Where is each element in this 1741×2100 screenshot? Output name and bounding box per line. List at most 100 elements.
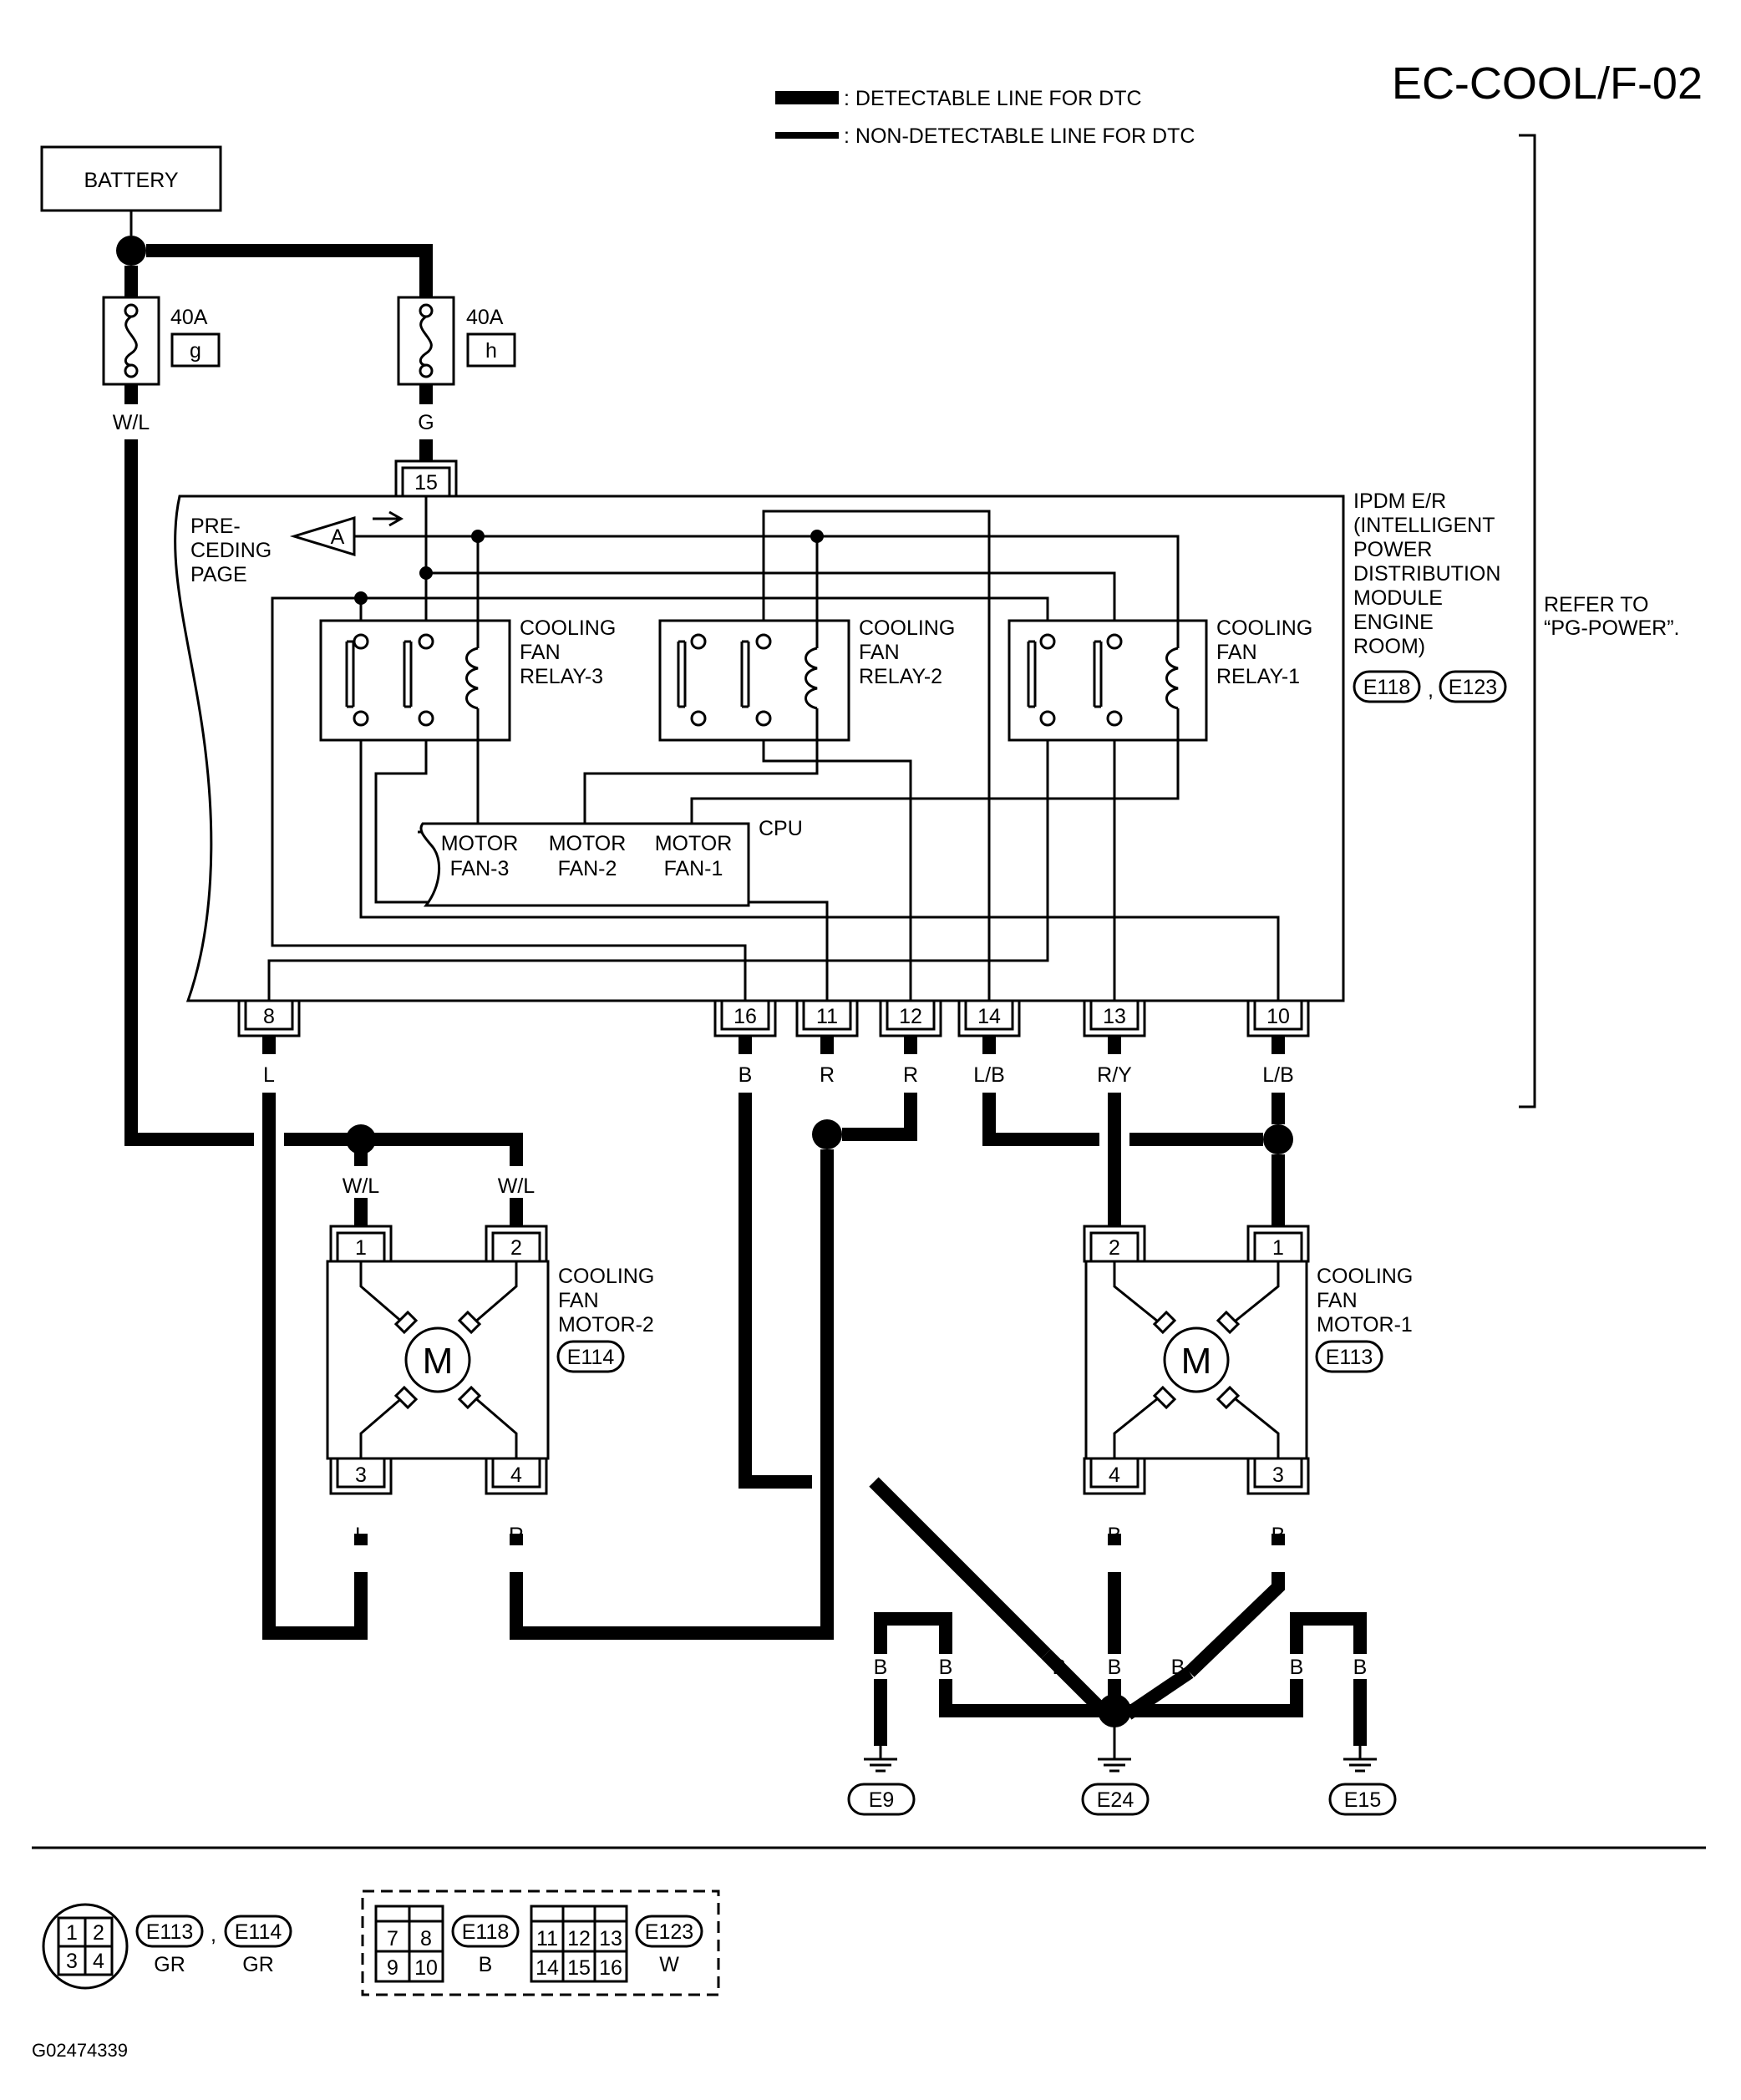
wire-color-pin13: R/Y [1097, 1063, 1132, 1087]
ipdm-pin-13: 13 [1103, 1005, 1126, 1028]
relay-3-line-3: RELAY-3 [520, 665, 603, 688]
wire-color-m2-pin1: W/L [343, 1174, 380, 1198]
motor-fan-3-top: MOTOR [441, 832, 519, 855]
fuse-h-id: h [485, 339, 497, 363]
ipdm-pin-11-connector [795, 999, 859, 1037]
wire-color-junction-b: B [1108, 1656, 1122, 1679]
key-e123-label: E123 [645, 1920, 693, 1944]
wire-fuse-h-feed [146, 244, 433, 297]
connector-e123-label: E123 [1449, 676, 1497, 699]
round-pin-3: 3 [66, 1950, 78, 1973]
ground-icon [864, 1746, 897, 1773]
ipdm-pin-8: 8 [263, 1005, 275, 1028]
connector-e113-label: E113 [1326, 1346, 1373, 1369]
cooling-fan-motor-1 [1083, 1225, 1310, 1495]
ipdm-pin-14: 14 [977, 1005, 1001, 1028]
splice-lb [1263, 1124, 1293, 1154]
round-pin-1: 1 [66, 1921, 78, 1945]
cooling-fan-motor-2 [326, 1225, 550, 1495]
ipdm-pin-8-connector [237, 999, 301, 1037]
e118-pin-8: 8 [420, 1927, 432, 1950]
wire-color-pin10: L/B [1262, 1063, 1294, 1087]
ground-e24-label: E24 [1097, 1788, 1134, 1812]
wire-color-e9-a: B [874, 1656, 888, 1679]
ipdm-line-4: DISTRIBUTION [1353, 562, 1500, 586]
wire-color-m2-pin2: W/L [498, 1174, 535, 1198]
motor-fan-3-bottom: FAN-3 [450, 857, 510, 880]
ground-badge-e24 [1081, 1783, 1150, 1816]
fuse-h-id-box [466, 332, 516, 368]
relay-2-line-1: COOLING [859, 616, 955, 640]
cpu-block [419, 822, 750, 907]
key-badge-e118 [451, 1915, 520, 1948]
ipdm-pin-12-connector [879, 999, 942, 1037]
wire-color-m2-pin4: R [509, 1524, 524, 1547]
round-pin-4: 4 [93, 1950, 104, 1973]
connector-badge-e113 [1315, 1340, 1383, 1373]
relay-1-line-2: FAN [1216, 641, 1257, 664]
motor-1-symbol: M [1181, 1341, 1212, 1382]
wire-color-e15-a: B [1290, 1656, 1304, 1679]
battery-label: BATTERY [84, 169, 179, 192]
motor-1-line-3: MOTOR-1 [1317, 1313, 1413, 1337]
round-connector-icon [42, 1903, 129, 1990]
e118-pin-7: 7 [387, 1927, 398, 1950]
motor-2-line-1: COOLING [558, 1265, 654, 1288]
motor-fan-1-top: MOTOR [655, 832, 733, 855]
motor-2-pin-4: 4 [510, 1463, 522, 1487]
splice-15 [419, 566, 433, 580]
ipdm-internal-wiring [267, 496, 1280, 1001]
motor-2-line-3: MOTOR-2 [558, 1313, 654, 1337]
wire-color-e9-b: B [939, 1656, 953, 1679]
relay-1-line-3: RELAY-1 [1216, 665, 1300, 688]
motor-1-line-1: COOLING [1317, 1265, 1413, 1288]
preceding-page-line-1: PRE- [190, 515, 241, 538]
e123-pin-16: 16 [599, 1956, 622, 1980]
ipdm-pin-13-connector [1083, 999, 1146, 1037]
motor-fan-2-top: MOTOR [549, 832, 627, 855]
wire-color-pin11: R [820, 1063, 835, 1087]
wire-color-pin8: L [263, 1063, 275, 1087]
wire-color-junction-a: B [1053, 1656, 1067, 1679]
relay-3-line-2: FAN [520, 641, 561, 664]
wire-color-junction-c: B [1171, 1656, 1185, 1679]
harness-wiring [262, 1036, 1285, 1677]
e123-pin-12: 12 [567, 1927, 591, 1950]
ipdm-pin-15-connector [394, 459, 458, 498]
preceding-page-marker [289, 515, 356, 557]
ipdm-outline [174, 495, 1345, 1002]
fuse-g-rating: 40A [170, 306, 208, 329]
arrow-icon [373, 510, 404, 527]
splice-wl [346, 1124, 376, 1154]
splice-r [812, 1119, 842, 1149]
cooling-fan-relay-3 [319, 619, 511, 742]
connector-separator: , [1428, 678, 1434, 702]
motor-1-pin-3: 3 [1272, 1463, 1284, 1487]
key-badge-e123 [635, 1915, 703, 1948]
key-comma: , [211, 1923, 216, 1946]
wire-color-m1-pin3: B [1271, 1524, 1286, 1547]
fuse-h [397, 296, 455, 386]
ipdm-pin-10: 10 [1266, 1005, 1290, 1028]
motor-2-symbol: M [423, 1341, 454, 1382]
fuse-g-id: g [190, 339, 201, 363]
e123-pin-13: 13 [599, 1927, 622, 1950]
motor-2-pin-2: 2 [510, 1236, 522, 1260]
fuse-h-rating: 40A [466, 306, 504, 329]
connector-e118-icon [374, 1905, 444, 1983]
connector-badge-e114 [556, 1340, 625, 1373]
preceding-page-line-3: PAGE [190, 563, 247, 586]
fuse-g [102, 296, 160, 386]
ground-icon [1343, 1746, 1377, 1773]
ground-wiring [874, 1612, 1367, 1746]
e123-pin-14: 14 [535, 1956, 559, 1980]
battery-box [40, 145, 222, 212]
motor-1-line-2: FAN [1317, 1289, 1358, 1312]
relay-3-line-1: COOLING [520, 616, 616, 640]
fuse-g-id-box [170, 332, 221, 368]
wire-color-pin14: L/B [973, 1063, 1005, 1087]
figure-code: G02474339 [32, 2040, 128, 2061]
splice-a-2 [810, 530, 824, 543]
cooling-fan-relay-1 [1008, 619, 1208, 742]
